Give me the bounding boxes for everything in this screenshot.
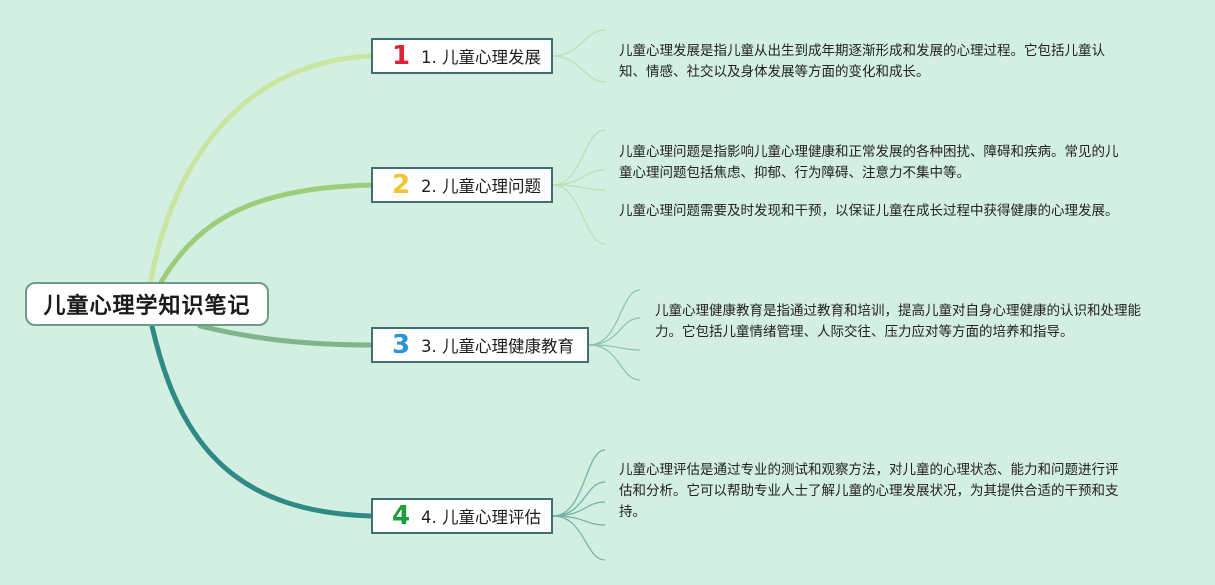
branch-1	[147, 53, 374, 287]
topic-4-note: 儿童心理评估是通过专业的测试和观察方法，对儿童的心理状态、能力和问题进行评估和分…	[619, 462, 1119, 520]
branch-2	[157, 182, 374, 287]
topic-label-3: 3. 儿童心理健康教育	[421, 337, 574, 356]
topic-2-note-2: 儿童心理问题需要及时发现和干预，以保证儿童在成长过程中获得健康的心理发展。	[619, 203, 1119, 219]
topic-node-4[interactable]: 4 4. 儿童心理评估	[371, 498, 553, 534]
topic-3-note: 儿童心理健康教育是指通过教育和培训，提高儿童对自身心理健康的认识和处理能力。它包…	[655, 303, 1141, 340]
topic-label-4: 4. 儿童心理评估	[421, 508, 541, 527]
topic-2-note-1: 儿童心理问题是指影响儿童心理健康和正常发展的各种困扰、障碍和疾病。常见的儿童心理…	[619, 144, 1119, 181]
topic-1-note: 儿童心理发展是指儿童从出生到成年期逐渐形成和发展的心理过程。它包括儿童认知、情感…	[619, 43, 1105, 80]
number-3-icon: 3	[391, 330, 411, 360]
branch-3	[197, 323, 374, 348]
topic-node-3[interactable]: 3 3. 儿童心理健康教育	[371, 327, 589, 363]
number-2-icon: 2	[391, 170, 411, 200]
number-4-icon: 4	[391, 501, 411, 531]
topic-node-2[interactable]: 2 2. 儿童心理问题	[371, 167, 553, 203]
number-1-icon: 1	[391, 41, 411, 71]
topic-3-connectors	[588, 289, 641, 381]
topic-1-connectors	[552, 29, 606, 83]
topic-2-connectors	[552, 129, 606, 245]
topic-label-1: 1. 儿童心理发展	[421, 48, 541, 67]
root-node[interactable]: 儿童心理学知识笔记	[25, 282, 269, 326]
topic-label-2: 2. 儿童心理问题	[421, 177, 541, 196]
branch-4	[149, 323, 374, 519]
topic-node-1[interactable]: 1 1. 儿童心理发展	[371, 38, 553, 74]
root-title: 儿童心理学知识笔记	[43, 294, 251, 319]
topic-4-connectors	[552, 449, 606, 561]
